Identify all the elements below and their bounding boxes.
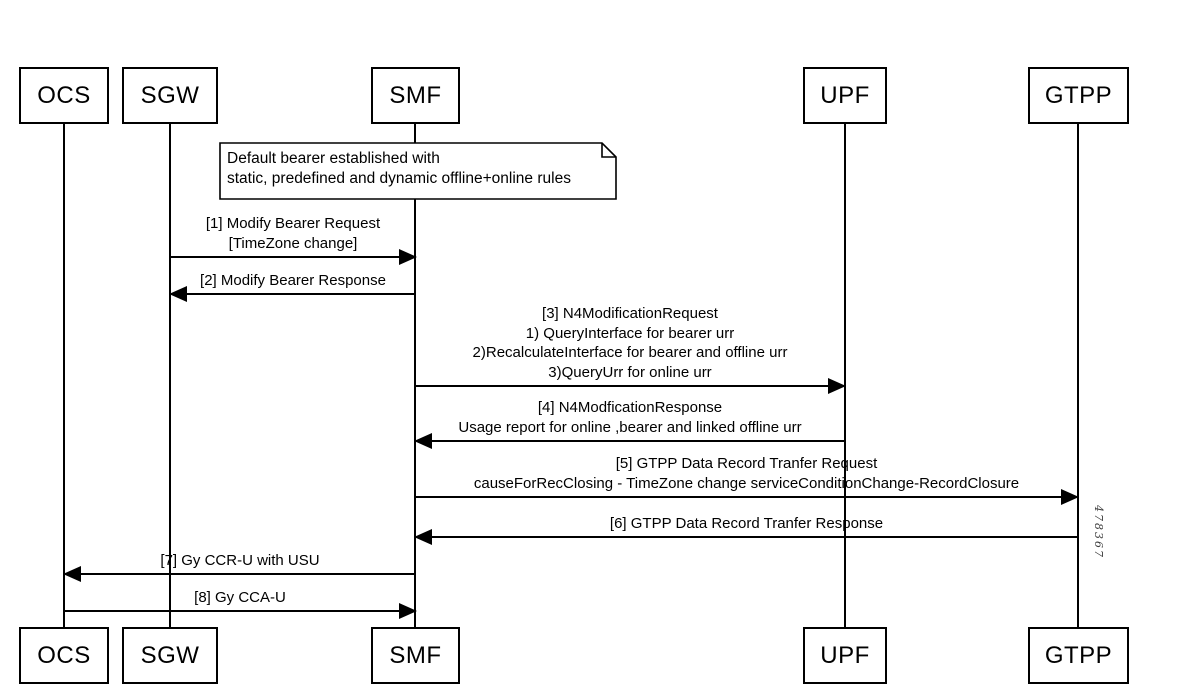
message-line: [415, 385, 845, 387]
message-line: [415, 536, 1078, 538]
note-fold-icon: [601, 143, 616, 158]
message-label: [5] GTPP Data Record Tranfer Request cau…: [473, 455, 1020, 492]
arrowhead-left-icon: [414, 433, 432, 449]
message-label: [3] N4ModificationRequest 1) QueryInterf…: [472, 305, 788, 381]
actor-box-sgw-top: SGW: [122, 67, 218, 124]
arrowhead-right-icon: [399, 249, 417, 265]
lifeline-upf: [844, 124, 846, 627]
actor-box-ocs-top: OCS: [19, 67, 109, 124]
note-default-bearer: Default bearer established with static, …: [219, 142, 617, 200]
note-text: Default bearer established with static, …: [227, 150, 571, 187]
message-line: [170, 293, 416, 295]
message-label: [4] N4ModficationResponse Usage report f…: [458, 399, 802, 436]
actor-label: SGW: [140, 641, 200, 669]
lifeline-ocs: [63, 124, 65, 627]
actor-box-ocs-bottom: OCS: [19, 627, 109, 684]
message-label: [2] Modify Bearer Response: [200, 271, 386, 289]
figure-number: 478367: [1092, 505, 1105, 559]
message-line: [415, 440, 845, 442]
note-shape: [219, 142, 617, 200]
actor-box-gtpp-top: GTPP: [1028, 67, 1129, 124]
actor-box-sgw-bottom: SGW: [122, 627, 218, 684]
actor-box-smf-bottom: SMF: [371, 627, 460, 684]
actor-label: SMF: [389, 81, 442, 109]
arrowhead-right-icon: [828, 378, 846, 394]
actor-label: UPF: [820, 641, 870, 669]
message-label: [7] Gy CCR-U with USU: [160, 551, 320, 569]
message-line: [64, 610, 416, 612]
actor-box-upf-bottom: UPF: [803, 627, 887, 684]
message-line: [64, 573, 416, 575]
message-label: [6] GTPP Data Record Tranfer Response: [609, 514, 884, 532]
actor-box-upf-top: UPF: [803, 67, 887, 124]
lifeline-smf: [414, 124, 416, 627]
actor-label: GTPP: [1044, 641, 1113, 669]
actor-label: OCS: [37, 81, 91, 109]
arrowhead-right-icon: [1061, 489, 1079, 505]
message-label: [1] Modify Bearer Request [TimeZone chan…: [205, 215, 381, 252]
message-label: [8] Gy CCA-U: [194, 588, 286, 606]
actor-label: UPF: [820, 81, 870, 109]
arrowhead-left-icon: [414, 529, 432, 545]
message-line: [415, 496, 1078, 498]
arrowhead-right-icon: [399, 603, 417, 619]
actor-label: GTPP: [1044, 81, 1113, 109]
lifeline-sgw: [169, 124, 171, 627]
actor-label: SMF: [389, 641, 442, 669]
actor-box-smf-top: SMF: [371, 67, 460, 124]
actor-box-gtpp-bottom: GTPP: [1028, 627, 1129, 684]
message-line: [170, 256, 416, 258]
actor-label: SGW: [140, 81, 200, 109]
arrowhead-left-icon: [63, 566, 81, 582]
arrowhead-left-icon: [169, 286, 187, 302]
lifeline-gtpp: [1077, 124, 1079, 627]
actor-label: OCS: [37, 641, 91, 669]
